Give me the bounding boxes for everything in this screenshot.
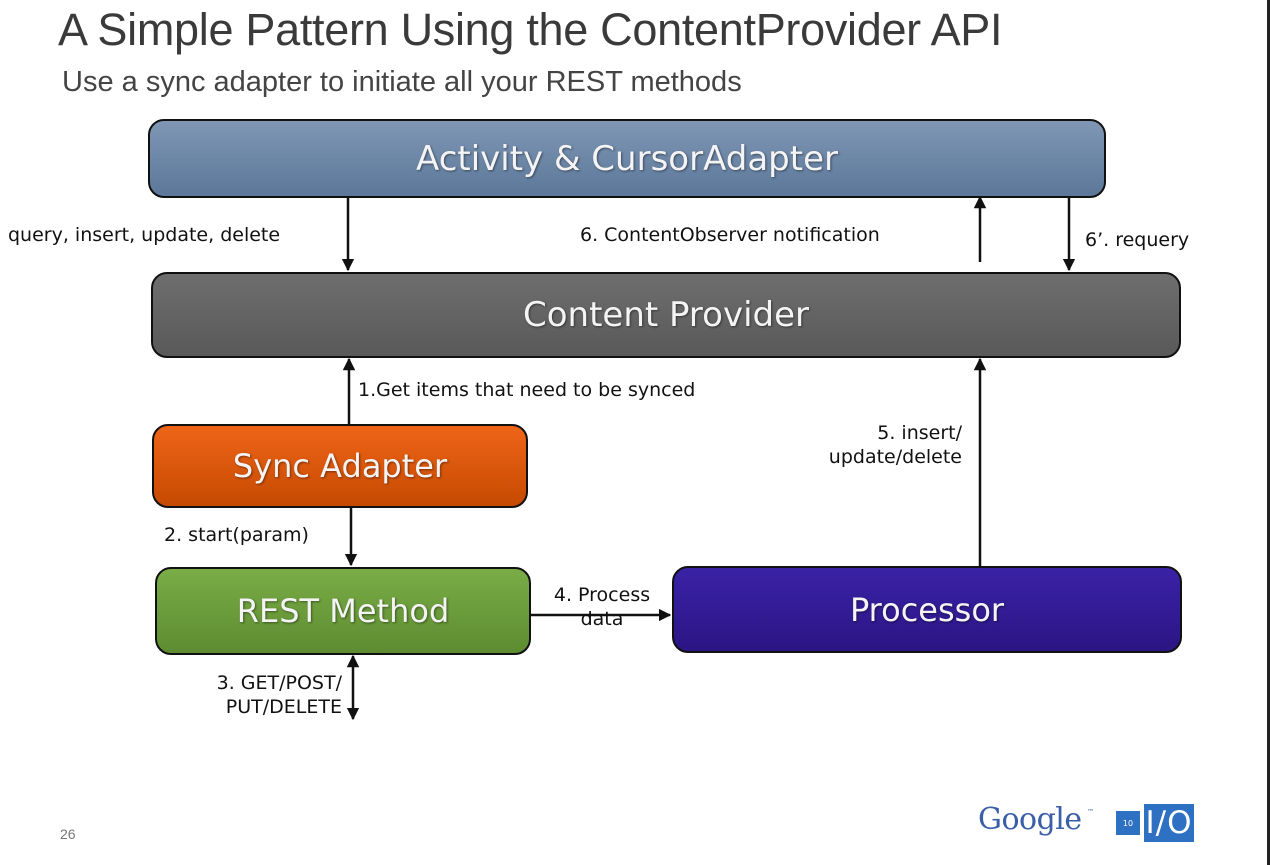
rest-method-box: REST Method	[155, 567, 531, 655]
page-number: 26	[60, 826, 76, 842]
http-methods-line1: 3. GET/POST/	[216, 672, 342, 694]
observer-label: 6. ContentObserver notification	[580, 224, 880, 246]
trademark-symbol: ™	[1087, 808, 1094, 816]
slide-edge-rule	[1267, 0, 1270, 865]
io-year-badge: 10	[1116, 811, 1140, 835]
insert-label: 5. insert/ update/delete	[766, 422, 962, 470]
get-items-label: 1.Get items that need to be synced	[358, 379, 696, 401]
slide-subtitle: Use a sync adapter to initiate all your …	[62, 66, 742, 98]
sync-adapter-box: Sync Adapter	[152, 424, 528, 508]
processor-box: Processor	[672, 566, 1182, 653]
process-label-line2: data	[580, 607, 624, 630]
requery-label: 6’. requery	[1085, 229, 1190, 251]
slide-title: A Simple Pattern Using the ContentProvid…	[58, 4, 1003, 55]
http-methods-label: 3. GET/POST/ PUT/DELETE	[150, 672, 342, 720]
io-mark: I/O	[1144, 804, 1194, 842]
insert-label-line2: update/delete	[828, 445, 962, 468]
google-io-logo: Google ™ 10 I/O	[978, 800, 1198, 846]
google-wordmark: Google	[978, 802, 1082, 837]
process-label: 4. Process data	[536, 584, 668, 632]
start-label: 2. start(param)	[164, 524, 309, 546]
content-provider-box: Content Provider	[151, 272, 1181, 358]
query-label: query, insert, update, delete	[8, 224, 281, 246]
process-label-line1: 4. Process	[553, 584, 651, 606]
insert-label-line1: 5. insert/	[877, 422, 962, 444]
http-methods-line2: PUT/DELETE	[225, 695, 342, 718]
activity-cursoradapter-box: Activity & CursorAdapter	[148, 119, 1106, 198]
